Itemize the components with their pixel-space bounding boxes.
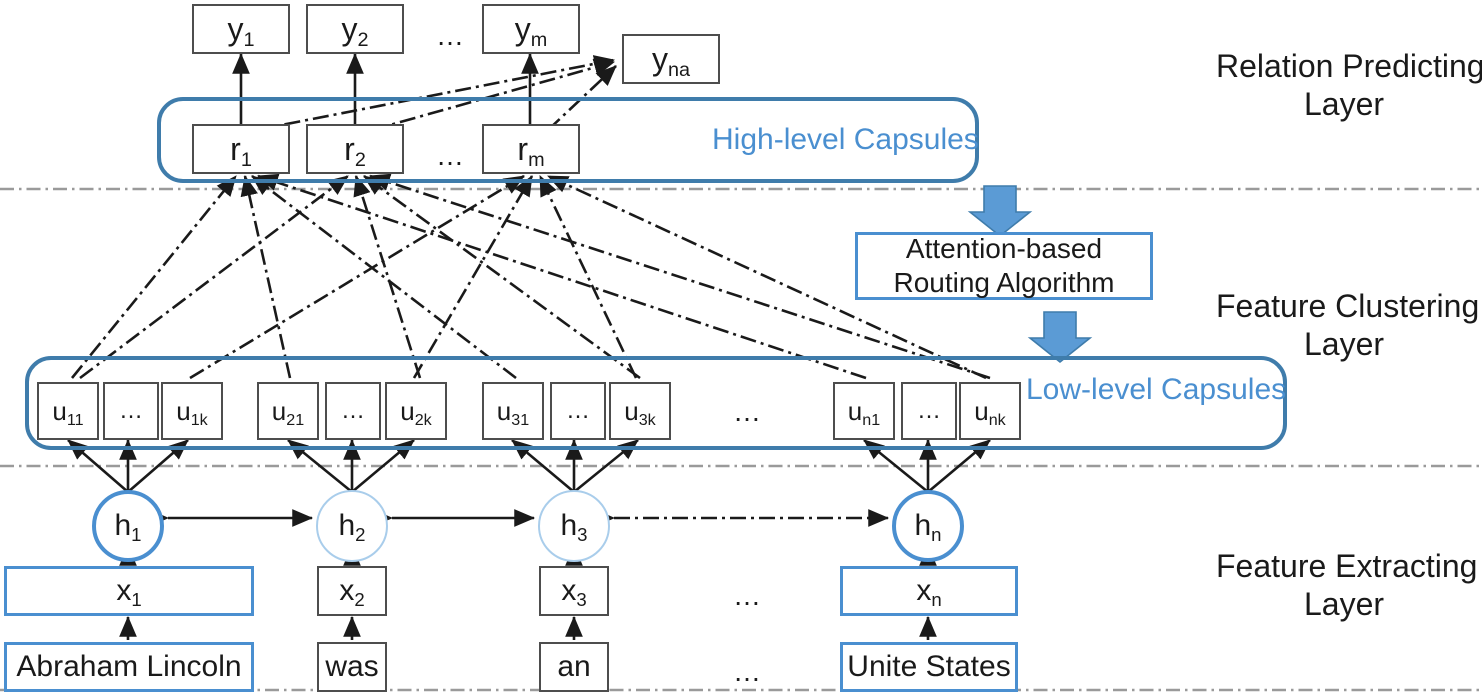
layer-label-feature-clustering-line1: Feature Clustering xyxy=(1216,288,1480,324)
relation-capsule-r-2: r2 xyxy=(306,124,404,174)
output-node-y-1-label: y1 xyxy=(227,11,255,51)
capsule-row-ellipsis: … xyxy=(733,396,763,427)
token-box-3: an xyxy=(539,642,609,692)
embedding-x-2-label: x2 xyxy=(339,574,365,610)
block-arrow-down-upper xyxy=(967,185,1033,238)
token-box-3-label: an xyxy=(557,650,591,683)
low-level-capsules-container xyxy=(25,356,1287,450)
token-box-1-label: Abraham Lincoln xyxy=(16,650,242,683)
low-capsule-u-n1-label: un1 xyxy=(847,396,881,429)
attention-routing-box: Attention-based Routing Algorithm xyxy=(855,232,1153,300)
low-capsule-u-2-ellipsis: … xyxy=(325,382,381,440)
token-box-2: was xyxy=(317,642,387,692)
low-capsule-u-2k-label: u2k xyxy=(400,396,432,429)
embedding-x-1-label: x1 xyxy=(116,574,142,610)
embedding-x-2: x2 xyxy=(317,566,387,616)
low-capsule-u-nk-label: unk xyxy=(974,396,1006,429)
output-node-y-na: yna xyxy=(622,34,720,84)
relation-row-ellipsis: … xyxy=(436,140,466,171)
hidden-state-h-1-label: h1 xyxy=(114,509,142,545)
output-node-y-1: y1 xyxy=(192,4,290,54)
token-box-n: Unite States xyxy=(840,642,1018,692)
output-node-y-na-label: yna xyxy=(651,41,691,81)
low-capsule-u-2k: u2k xyxy=(385,382,447,440)
output-node-y-2: y2 xyxy=(306,4,404,54)
layer-label-feature-clustering: Feature Clustering Layer xyxy=(1216,288,1480,364)
relation-capsule-r-m: rm xyxy=(482,124,580,174)
output-node-y-m-label: ym xyxy=(514,11,548,51)
low-capsule-u-31-label: u31 xyxy=(496,396,530,429)
relation-capsule-r-2-label: r2 xyxy=(344,131,366,171)
embedding-x-3-label: x3 xyxy=(561,574,587,610)
output-node-y-2-label: y2 xyxy=(341,11,369,51)
hidden-state-h-n: hn xyxy=(892,490,964,562)
relation-capsule-r-m-label: rm xyxy=(517,131,545,171)
token-box-n-label: Unite States xyxy=(847,650,1011,683)
hidden-state-h-3: h3 xyxy=(538,490,610,562)
low-capsule-u-21-label: u21 xyxy=(271,396,305,429)
embedding-x-3: x3 xyxy=(539,566,609,616)
low-capsule-u-nk: unk xyxy=(959,382,1021,440)
routing-line-1: Attention-based xyxy=(905,232,1103,264)
low-capsule-u-21: u21 xyxy=(257,382,319,440)
high-level-capsules-label: High-level Capsules xyxy=(712,123,979,156)
routing-line-2: Routing Algorithm xyxy=(893,267,1115,298)
layer-label-feature-extracting: Feature Extracting Layer xyxy=(1216,548,1478,624)
embedding-row-ellipsis: … xyxy=(733,580,763,611)
high-level-capsules-container xyxy=(157,97,979,183)
low-capsule-u-11-label: u11 xyxy=(52,396,84,429)
hidden-state-h-1: h1 xyxy=(92,490,164,562)
layer-label-feature-extracting-line1: Feature Extracting xyxy=(1216,548,1478,584)
token-row-ellipsis: … xyxy=(733,656,763,687)
layer-label-feature-clustering-line2: Layer xyxy=(1303,325,1385,362)
relation-capsule-r-1: r1 xyxy=(192,124,290,174)
low-capsule-u-1k-label: u1k xyxy=(176,396,208,429)
embedding-x-1: x1 xyxy=(4,566,254,616)
layer-label-relation-predicting-line1: Relation Predicting xyxy=(1216,48,1482,84)
low-capsule-u-11: u11 xyxy=(37,382,99,440)
layer-label-relation-predicting-line2: Layer xyxy=(1303,85,1385,122)
low-capsule-u-1k: u1k xyxy=(161,382,223,440)
low-capsule-u-1-ellipsis-label: … xyxy=(119,397,143,424)
embedding-x-n: xn xyxy=(840,566,1018,616)
low-capsule-u-31: u31 xyxy=(482,382,544,440)
hidden-state-h-3-label: h3 xyxy=(560,509,588,545)
low-capsule-u-3-ellipsis-label: … xyxy=(566,397,590,424)
output-row-ellipsis: … xyxy=(436,20,466,51)
routing-connections xyxy=(70,173,991,380)
hidden-state-h-2-label: h2 xyxy=(338,509,366,545)
layer-label-feature-extracting-line2: Layer xyxy=(1303,585,1385,622)
low-level-capsules-label: Low-level Capsules xyxy=(1026,373,1287,406)
low-capsule-u-n1: un1 xyxy=(833,382,895,440)
low-capsule-u-3k-label: u3k xyxy=(624,396,656,429)
block-arrow-down-lower xyxy=(1027,311,1093,364)
token-box-2-label: was xyxy=(325,650,379,683)
output-node-y-m: ym xyxy=(482,4,580,54)
relation-capsule-r-1-label: r1 xyxy=(230,131,252,171)
hidden-state-h-n-label: hn xyxy=(914,509,942,545)
low-capsule-u-3-ellipsis: … xyxy=(550,382,606,440)
hidden-state-h-2: h2 xyxy=(316,490,388,562)
low-capsule-u-n-ellipsis: … xyxy=(901,382,957,440)
token-box-1: Abraham Lincoln xyxy=(4,642,254,692)
low-capsule-u-1-ellipsis: … xyxy=(103,382,159,440)
low-capsule-u-n-ellipsis-label: … xyxy=(917,397,941,424)
low-capsule-u-3k: u3k xyxy=(609,382,671,440)
low-capsule-u-2-ellipsis-label: … xyxy=(341,397,365,424)
layer-label-relation-predicting: Relation Predicting Layer xyxy=(1216,48,1482,124)
embedding-x-n-label: xn xyxy=(916,574,942,610)
